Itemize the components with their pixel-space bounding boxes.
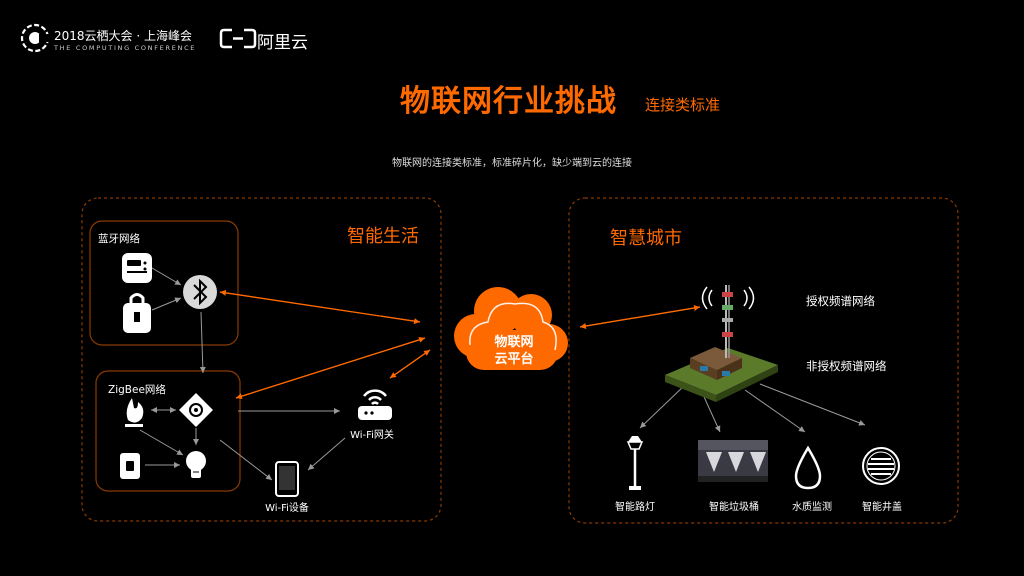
smart-city-frame	[568, 197, 959, 524]
street-lamp-icon	[626, 436, 644, 490]
city-device-label: 智能垃圾桶	[709, 502, 759, 513]
bluetooth-hub-icon	[183, 275, 217, 309]
wifi-gateway-label: Wi-Fi网关	[350, 430, 394, 441]
cloud-line1: 物联网	[494, 335, 534, 350]
cell-tower-icon	[665, 285, 778, 402]
city-device-label: 水质监测	[792, 502, 832, 513]
cloud-line2: 云平台	[494, 352, 534, 367]
conference-logo-icon	[20, 23, 51, 53]
unlicensed-network-label: 非授权频谱网络	[806, 359, 887, 373]
zigbee-group-label: ZigBee网络	[108, 384, 166, 396]
wifi-gateway-icon	[358, 389, 392, 420]
event-name: 2018云栖大会 · 上海峰会	[54, 29, 192, 43]
smart-life-title: 智能生活	[347, 226, 419, 247]
flame-sensor-icon	[125, 398, 144, 427]
slide-subtitle: 连接类标准	[645, 96, 721, 114]
zigbee-group-frame	[95, 370, 241, 492]
cloud-platform-icon	[454, 287, 568, 370]
licensed-network-label: 授权频谱网络	[806, 294, 875, 308]
water-drop-icon	[794, 445, 822, 490]
slide-title: 物联网行业挑战	[400, 84, 617, 119]
smart-city-title: 智慧城市	[610, 228, 682, 249]
smart-bulb-icon	[186, 451, 206, 478]
zigbee-hub-icon	[179, 393, 213, 427]
city-device-label: 智能井盖	[862, 502, 902, 513]
wifi-device-tablet-icon	[275, 461, 299, 497]
manhole-cover-icon	[862, 447, 900, 485]
cloud-platform-label: 物联网 云平台	[478, 334, 550, 368]
aliyun-logo-icon	[219, 28, 257, 49]
aliyun-brand: 阿里云	[257, 33, 308, 53]
wall-switch-icon	[120, 453, 140, 479]
slide-description: 物联网的连接类标准，标准碎片化，缺少端到云的连接	[392, 158, 632, 169]
bluetooth-group-frame	[89, 220, 239, 346]
city-device-label: 智能路灯	[615, 502, 655, 513]
event-subtitle: THE COMPUTING CONFERENCE	[54, 44, 197, 52]
bluetooth-meter-icon	[122, 253, 152, 283]
smart-lock-icon	[123, 293, 151, 333]
wifi-device-label: Wi-Fi设备	[265, 503, 309, 514]
smart-trash-bin-icon	[698, 440, 768, 482]
smart-life-frame	[81, 197, 442, 522]
bluetooth-group-label: 蓝牙网络	[98, 233, 140, 245]
